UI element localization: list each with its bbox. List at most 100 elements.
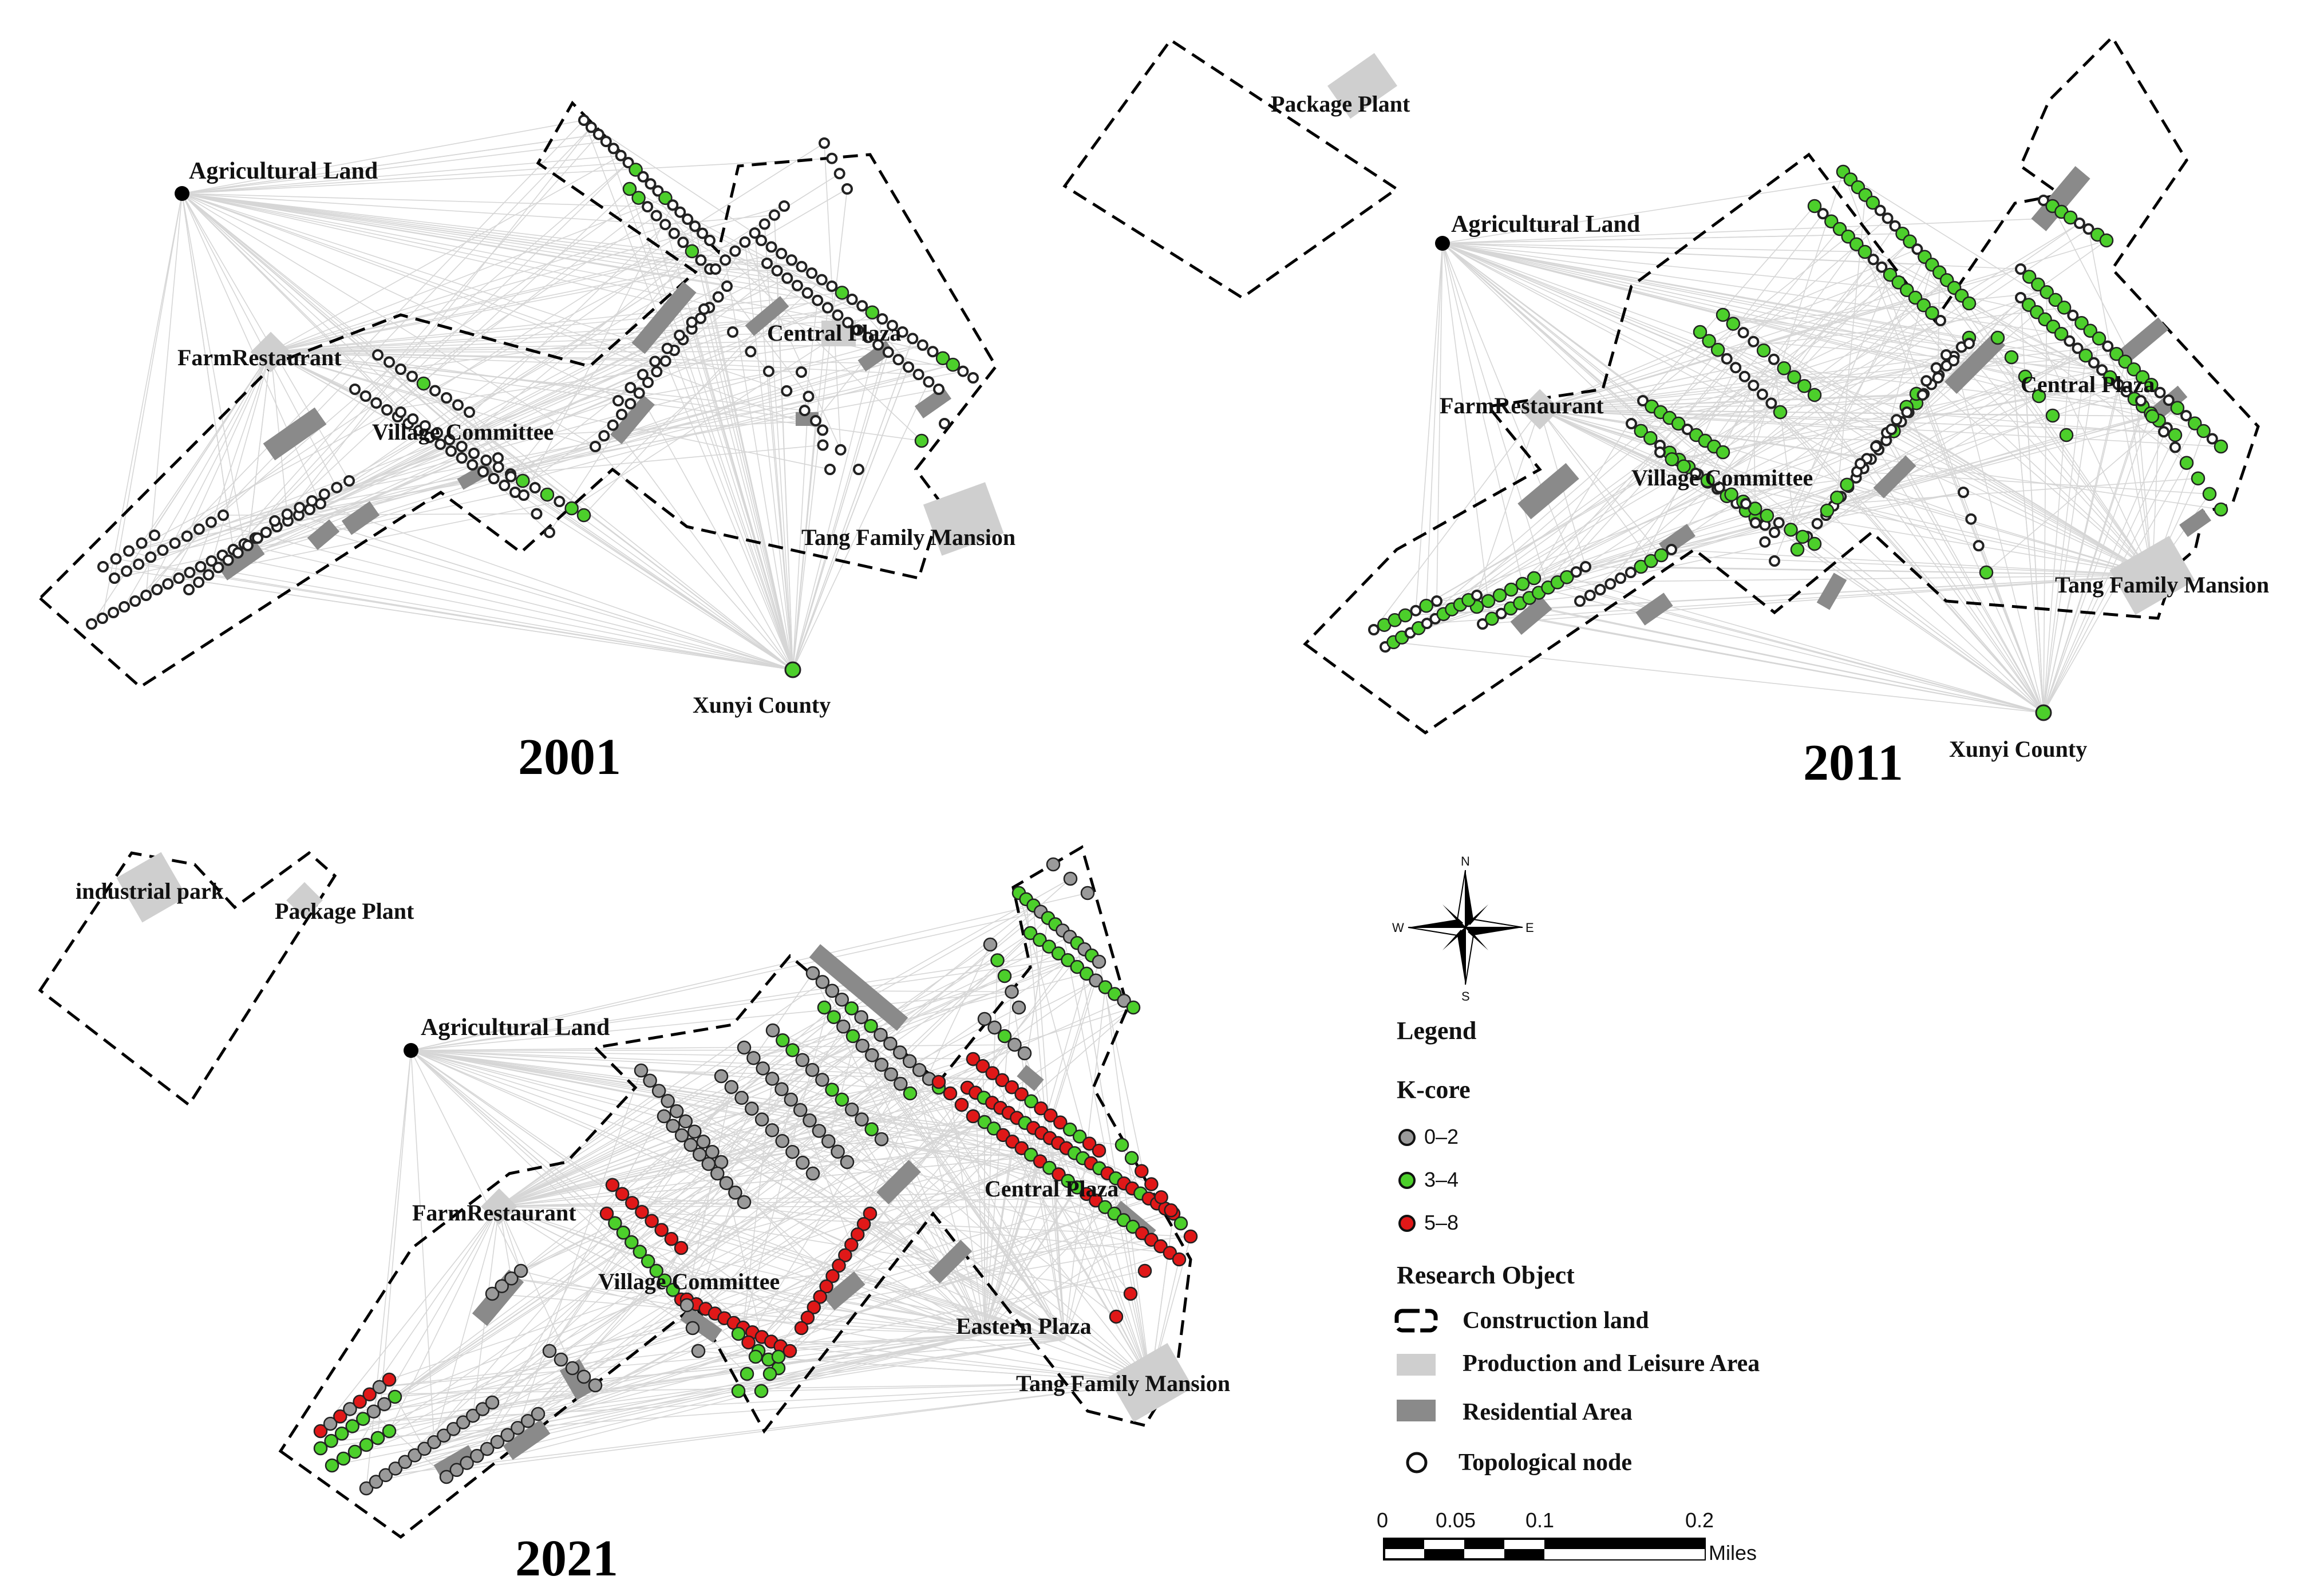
topology-node	[957, 365, 969, 377]
network-edge	[863, 1223, 985, 1334]
network-edge	[1848, 487, 2153, 576]
topology-node	[446, 1421, 461, 1436]
network-edge	[492, 1293, 1065, 1340]
topology-node	[369, 1475, 384, 1489]
topology-node	[842, 317, 854, 329]
kcore-swatch-low	[1398, 1129, 1416, 1146]
topology-node	[666, 1119, 680, 1133]
topology-node	[441, 392, 452, 404]
residential-block	[1017, 1065, 1044, 1091]
central-plaza-label: Central Plaza	[985, 1176, 1118, 1202]
legend-title: Legend	[1397, 1017, 1476, 1045]
network-edge	[410, 1050, 1161, 1198]
network-edge	[410, 892, 1088, 1051]
topology-node	[513, 1263, 528, 1278]
network-edge	[1442, 243, 1867, 460]
topology-node	[893, 1045, 907, 1060]
topology-node	[2158, 426, 2169, 438]
topology-node	[652, 185, 664, 197]
network-edge	[410, 911, 1041, 1051]
topology-node	[372, 349, 384, 361]
topology-node	[1973, 540, 1985, 552]
network-edge	[1062, 930, 1151, 1383]
topology-node	[935, 351, 950, 365]
network-edge	[870, 1025, 1151, 1383]
topology-node	[658, 191, 673, 206]
topology-node	[762, 1366, 777, 1381]
topology-node	[931, 1074, 946, 1089]
topology-node	[884, 1067, 898, 1081]
topology-node	[903, 361, 915, 373]
network-edge	[1908, 412, 2044, 713]
topology-node	[86, 618, 97, 630]
network-edge	[583, 120, 793, 670]
topology-node	[1014, 1087, 1029, 1101]
topology-node	[775, 1134, 789, 1148]
network-edge	[208, 351, 271, 575]
network-edge	[782, 1040, 1105, 1208]
topology-node	[782, 1344, 797, 1358]
topology-node	[408, 1448, 422, 1463]
kcore-label-high: 5–8	[1424, 1211, 1459, 1234]
network-edge	[181, 162, 629, 194]
topology-node	[720, 254, 732, 266]
network-edge	[1807, 338, 2100, 537]
topology-node	[666, 1283, 680, 1297]
network-edge	[1442, 217, 2071, 244]
scale-tick-02: 0.2	[1685, 1508, 1714, 1532]
topology-node	[1033, 933, 1047, 947]
topology-node	[2015, 263, 2026, 275]
network-edge	[511, 1278, 985, 1334]
topology-node	[504, 1271, 519, 1286]
network-edge	[270, 344, 879, 353]
tang-mansion-area	[923, 482, 1004, 556]
topology-node	[456, 452, 468, 464]
topology-node	[661, 342, 673, 354]
topology-node	[997, 1029, 1012, 1044]
network-edge	[792, 352, 889, 670]
topology-node	[682, 213, 694, 225]
topology-node	[832, 309, 844, 321]
network-edge	[482, 1008, 852, 1410]
network-edge	[1442, 243, 1815, 544]
network-edge	[2043, 413, 2152, 713]
topology-node	[625, 1196, 639, 1210]
topology-node	[633, 1245, 647, 1259]
network-edge	[511, 1007, 1019, 1279]
topology-node	[712, 291, 724, 303]
topology-node	[642, 201, 654, 213]
topology-node	[876, 313, 888, 325]
topology-node	[817, 1000, 832, 1015]
topology-node	[1716, 445, 1730, 460]
network-edge	[1442, 243, 1962, 348]
network-edge	[181, 193, 596, 447]
network-edge	[389, 1143, 1090, 1380]
construction-boundary-2011	[1303, 34, 2260, 735]
network-edge	[247, 545, 793, 670]
topology-node	[565, 1361, 580, 1376]
scale-tick-005: 0.05	[1436, 1508, 1476, 1532]
topology-node	[1721, 353, 1733, 365]
xunyi-county-label: Xunyi County	[1949, 736, 2087, 762]
topology-node	[123, 545, 135, 557]
network-edge	[410, 1050, 1133, 1227]
network-edge	[446, 1093, 951, 1478]
topology-node	[1594, 584, 1606, 595]
network-edge	[410, 1050, 762, 1338]
topology-node	[2144, 377, 2159, 392]
topology-node	[616, 1226, 631, 1240]
topology-node	[997, 969, 1012, 983]
topology-node	[281, 508, 293, 520]
network-edge	[228, 173, 840, 561]
network-edge	[2043, 355, 2086, 713]
network-edge	[1442, 243, 1523, 584]
network-edge	[181, 133, 599, 194]
network-edge	[881, 1064, 1065, 1340]
network-edge	[1501, 613, 2044, 713]
topology-node	[2073, 218, 2085, 229]
topology-node	[816, 274, 828, 286]
topology-node	[977, 1012, 992, 1026]
topology-node	[827, 1010, 841, 1024]
topology-node	[349, 384, 361, 395]
topology-node	[2163, 394, 2175, 406]
